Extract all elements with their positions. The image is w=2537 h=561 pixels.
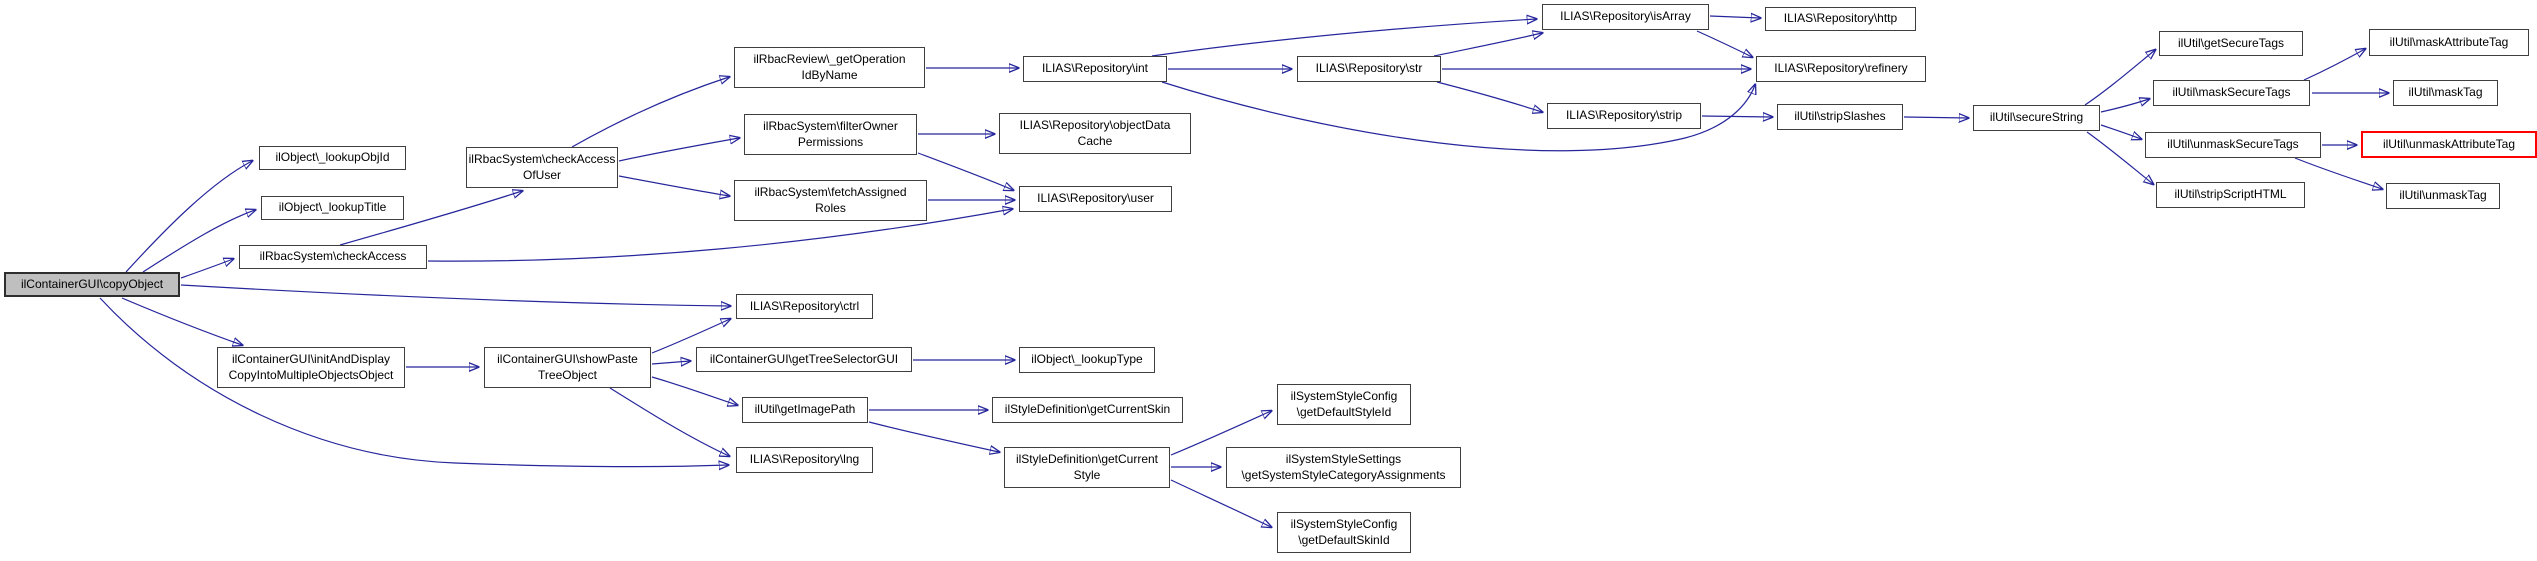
node-ilcontainergui-gettreeselectorgui[interactable]: ilContainerGUI\getTreeSelectorGUI <box>696 347 912 372</box>
edge-getCurrentStyle-getDefaultStyleId <box>1170 411 1271 456</box>
edge-getCurrentStyle-getDefaultSkinId <box>1170 479 1271 527</box>
edge-checkAccessOfUser-fetchAssignedRoles <box>618 175 729 196</box>
edge-copyObject-lookupTitle <box>142 210 255 273</box>
edge-copyObject-lng <box>99 297 728 467</box>
edge-int-isArray <box>1151 19 1536 57</box>
node-ilrbacsystem-checkaccessofuser[interactable]: ilRbacSystem\checkAccess OfUser <box>466 147 618 188</box>
node-ilcontainergui-showpastetreeobject[interactable]: ilContainerGUI\showPaste TreeObject <box>484 347 651 388</box>
edge-getImagePath-getCurrentStyle <box>868 421 999 452</box>
node-ilsystemstyleconfig-getdefaultskinid[interactable]: ilSystemStyleConfig \getDefaultSkinId <box>1277 512 1411 553</box>
node-ilutil-unmasktag[interactable]: ilUtil\unmaskTag <box>2386 183 2500 209</box>
node-ilutil-stripslashes[interactable]: ilUtil\stripSlashes <box>1777 104 1903 130</box>
node-ilcontainergui-copyobject[interactable]: ilContainerGUI\copyObject <box>4 272 180 297</box>
edge-strip-stripSlashes <box>1701 116 1772 117</box>
node-ilias-repository-refinery[interactable]: ILIAS\Repository\refinery <box>1756 56 1926 82</box>
node-ilutil-maskattributetag[interactable]: ilUtil\maskAttributeTag <box>2369 29 2529 56</box>
node-ilias-repository-lng[interactable]: ILIAS\Repository\lng <box>736 447 873 473</box>
node-ilutil-masktag[interactable]: ilUtil\maskTag <box>2393 80 2498 106</box>
edge-checkAccess-checkAccessOfUser <box>339 191 522 246</box>
node-ilobject-lookupobjid[interactable]: ilObject\_lookupObjId <box>259 146 406 170</box>
node-ilsystemstyleconfig-getdefaultstyleid[interactable]: ilSystemStyleConfig \getDefaultStyleId <box>1277 384 1411 425</box>
node-ilias-repository-int[interactable]: ILIAS\Repository\int <box>1023 56 1167 82</box>
node-ilsystemstylesettings-getsystemstylecategoryassignments[interactable]: ilSystemStyleSettings \getSystemStyleCat… <box>1226 447 1461 488</box>
edge-copyObject-ctrl <box>180 284 730 306</box>
node-ilutil-unmaskattributetag[interactable]: ilUtil\unmaskAttributeTag <box>2361 131 2537 158</box>
node-ilobject-lookuptitle[interactable]: ilObject\_lookupTitle <box>261 196 404 220</box>
edge-secureString-unmaskSecureTags <box>2100 124 2141 139</box>
edge-secureString-getSecureTags <box>2084 50 2155 106</box>
node-ilcontainergui-initanddisplaycopyintomultipleobjectsobject[interactable]: ilContainerGUI\initAndDisplay CopyIntoMu… <box>217 347 405 388</box>
node-ilias-repository-str[interactable]: ILIAS\Repository\str <box>1297 56 1441 82</box>
edge-str-strip <box>1436 81 1542 112</box>
node-ilutil-masksecuretags[interactable]: ilUtil\maskSecureTags <box>2153 80 2310 106</box>
edge-stripSlashes-secureString <box>1903 117 1968 118</box>
edge-showPasteTree-lng <box>609 387 729 456</box>
edge-showPasteTree-getImagePath <box>651 376 737 405</box>
node-ilias-repository-strip[interactable]: ILIAS\Repository\strip <box>1547 103 1701 129</box>
node-ilrbacsystem-filterownerpermissions[interactable]: ilRbacSystem\filterOwner Permissions <box>744 114 917 155</box>
edge-showPasteTree-getTreeSelectorGUI <box>651 361 690 364</box>
edge-maskSecureTags-maskAttributeTag <box>2303 49 2365 81</box>
edge-filterOwnerPermissions-user <box>917 152 1013 190</box>
node-ilstyledefinition-getcurrentskin[interactable]: ilStyleDefinition\getCurrentSkin <box>992 397 1183 423</box>
edge-secureString-stripScriptHTML <box>2086 131 2153 184</box>
edge-unmaskSecureTags-unmaskTag <box>2294 157 2382 189</box>
node-ilutil-getimagepath[interactable]: ilUtil\getImagePath <box>742 397 868 423</box>
edge-showPasteTree-ctrl <box>651 319 730 354</box>
node-ilutil-getsecuretags[interactable]: ilUtil\getSecureTags <box>2159 31 2303 56</box>
edge-copyObject-checkAccess <box>180 259 233 279</box>
edge-checkAccessOfUser-filterOwnerPermissions <box>618 138 739 162</box>
node-ilutil-unmasksecuretags[interactable]: ilUtil\unmaskSecureTags <box>2145 132 2321 158</box>
edge-isArray-http <box>1709 16 1760 18</box>
node-ilutil-securestring[interactable]: ilUtil\secureString <box>1973 105 2100 131</box>
edge-copyObject-lookupObjId <box>125 161 252 273</box>
edge-str-isArray <box>1433 33 1542 57</box>
node-ilutil-stripscripthtml[interactable]: ilUtil\stripScriptHTML <box>2156 182 2305 208</box>
node-ilias-repository-ctrl[interactable]: ILIAS\Repository\ctrl <box>736 294 873 319</box>
edge-checkAccessOfUser-getOperationIdByName <box>571 77 729 148</box>
node-ilrbacsystem-fetchassignedroles[interactable]: ilRbacSystem\fetchAssigned Roles <box>734 180 927 221</box>
edge-isArray-refinery <box>1696 30 1752 57</box>
node-ilobject-lookuptype[interactable]: ilObject\_lookupType <box>1019 347 1155 373</box>
node-ilstyledefinition-getcurrentstyle[interactable]: ilStyleDefinition\getCurrent Style <box>1004 447 1170 488</box>
edge-secureString-maskSecureTags <box>2100 99 2149 113</box>
node-ilrbacsystem-checkaccess[interactable]: ilRbacSystem\checkAccess <box>239 245 427 269</box>
edge-checkAccess-user <box>427 209 1012 262</box>
node-ilrbacreview-getoperationidbyname[interactable]: ilRbacReview\_getOperation IdByName <box>734 47 925 88</box>
node-ilias-repository-http[interactable]: ILIAS\Repository\http <box>1765 7 1916 31</box>
node-ilias-repository-isarray[interactable]: ILIAS\Repository\isArray <box>1542 4 1709 30</box>
node-ilias-repository-user[interactable]: ILIAS\Repository\user <box>1019 186 1172 212</box>
node-ilias-repository-objectdatacache[interactable]: ILIAS\Repository\objectData Cache <box>999 113 1191 154</box>
edge-copyObject-initAndDisplay <box>121 297 242 345</box>
